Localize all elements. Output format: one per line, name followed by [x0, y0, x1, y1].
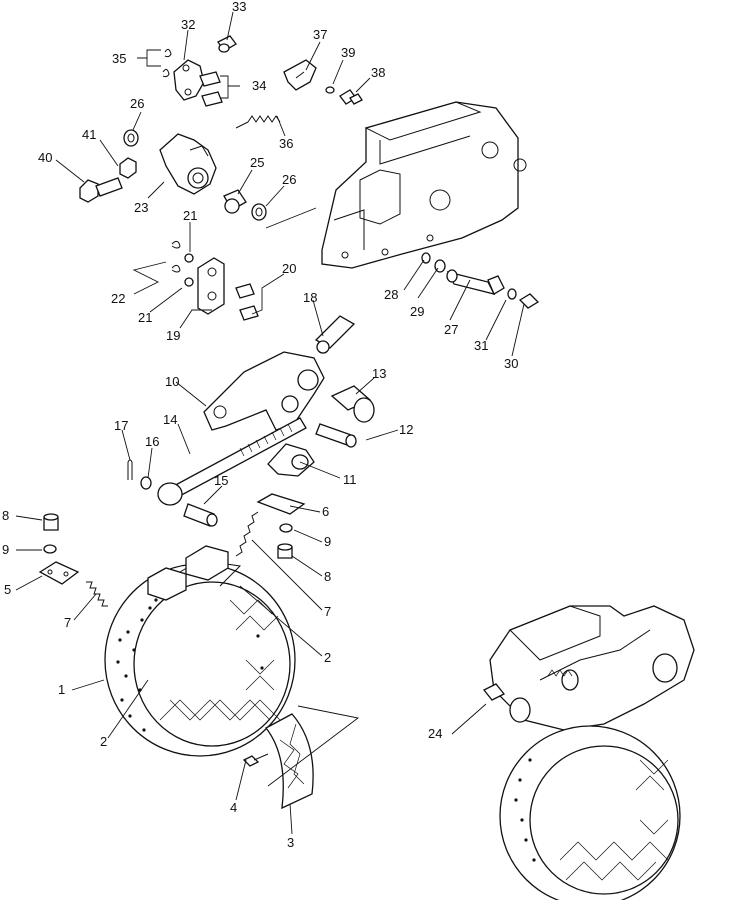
callout-8-left: 8 — [2, 508, 9, 523]
callout-34: 34 — [252, 78, 266, 93]
callout-41: 41 — [82, 127, 96, 142]
part-39-washer — [325, 86, 335, 94]
part-10-bellcrank — [203, 351, 325, 431]
part-5-plate — [38, 561, 80, 585]
callout-18: 18 — [303, 290, 317, 305]
part-17-cotter-pin — [127, 459, 133, 480]
callout-38: 38 — [371, 65, 385, 80]
part-1-brake-band — [104, 545, 296, 757]
callout-8-right: 8 — [324, 569, 331, 584]
part-37-bracket — [283, 59, 317, 91]
callout-3: 3 — [287, 835, 294, 850]
part-35-cotter-pins — [162, 48, 172, 78]
leader-lines — [15, 11, 525, 835]
callout-10: 10 — [165, 374, 179, 389]
callout-6: 6 — [322, 504, 329, 519]
callout-17: 17 — [114, 418, 128, 433]
part-8-bolt-right — [277, 543, 293, 559]
part-8-bolt-left — [43, 513, 59, 531]
callout-31: 31 — [474, 338, 488, 353]
part-13-roller — [330, 385, 375, 423]
callout-9-right: 9 — [324, 534, 331, 549]
callout-33: 33 — [232, 0, 246, 14]
part-9-washer-right — [279, 523, 293, 533]
part-3-lining-segment — [265, 713, 314, 810]
callout-15: 15 — [214, 473, 228, 488]
callout-7-left: 7 — [64, 615, 71, 630]
callout-35: 35 — [112, 51, 126, 66]
callout-32: 32 — [181, 17, 195, 32]
part-34-pins — [199, 71, 223, 107]
part-41-nut — [119, 157, 137, 179]
band-holes — [116, 598, 264, 732]
callout-24: 24 — [428, 726, 442, 741]
callout-23: 23 — [134, 200, 148, 215]
callout-11: 11 — [343, 472, 357, 487]
callout-4: 4 — [230, 800, 237, 815]
part-25-bushing — [223, 189, 247, 214]
part-15-pin — [183, 503, 218, 527]
callout-30: 30 — [504, 356, 518, 371]
callout-labels: 33 32 35 37 39 38 34 26 36 41 40 25 26 2… — [2, 0, 518, 850]
callout-29: 29 — [410, 304, 424, 319]
callout-13: 13 — [372, 366, 386, 381]
part-22-cotter-pins — [171, 240, 181, 273]
callout-14: 14 — [163, 412, 177, 427]
part-18-pin — [314, 315, 356, 354]
callout-22: 22 — [111, 291, 125, 306]
callout-39: 39 — [341, 45, 355, 60]
callout-2-right: 2 — [324, 650, 331, 665]
callout-28: 28 — [384, 287, 398, 302]
callout-37: 37 — [313, 27, 327, 42]
callout-5: 5 — [4, 582, 11, 597]
callout-1: 1 — [58, 682, 65, 697]
part-19-link — [197, 257, 225, 315]
part-26-washer — [123, 129, 139, 147]
part-21-washers — [184, 253, 194, 287]
part-14-rod — [157, 417, 307, 506]
callout-36: 36 — [279, 136, 293, 151]
brake-housing — [321, 101, 527, 269]
assembled-view — [482, 605, 695, 900]
part-40-bolt — [79, 177, 123, 203]
part-30-bolt — [518, 293, 540, 309]
callout-19: 19 — [166, 328, 180, 343]
part-27-shaft — [446, 269, 505, 295]
part-26-washer-b — [251, 203, 267, 221]
part-32-clevis — [173, 59, 205, 101]
callout-2-left: 2 — [100, 734, 107, 749]
brake-lining-pattern — [159, 599, 281, 721]
callout-25: 25 — [250, 155, 264, 170]
part-33-bushing — [217, 35, 237, 53]
part-6-plate — [256, 493, 306, 515]
part-4-screw — [242, 753, 269, 767]
part-16-washer — [140, 476, 152, 490]
part-7-spring-left — [86, 581, 108, 607]
part-38-bolt — [339, 89, 363, 105]
part-36-spring — [235, 115, 281, 129]
part-9-washer-left — [43, 544, 57, 554]
callout-26-mid: 26 — [282, 172, 296, 187]
callout-12: 12 — [399, 422, 413, 437]
part-31-washer — [507, 288, 517, 300]
part-11-block — [267, 443, 315, 477]
part-23-lever — [159, 133, 217, 195]
part-20-pins — [235, 283, 259, 321]
callout-16: 16 — [145, 434, 159, 449]
callout-9-left: 9 — [2, 542, 9, 557]
callout-26-top: 26 — [130, 96, 144, 111]
callout-21-top: 21 — [183, 208, 197, 223]
callout-40: 40 — [38, 150, 52, 165]
callout-7-right: 7 — [324, 604, 331, 619]
callout-20: 20 — [282, 261, 296, 276]
callout-27: 27 — [444, 322, 458, 337]
callout-21-bottom: 21 — [138, 310, 152, 325]
part-12-pin — [315, 423, 357, 448]
part-7-spring-right — [235, 511, 259, 557]
